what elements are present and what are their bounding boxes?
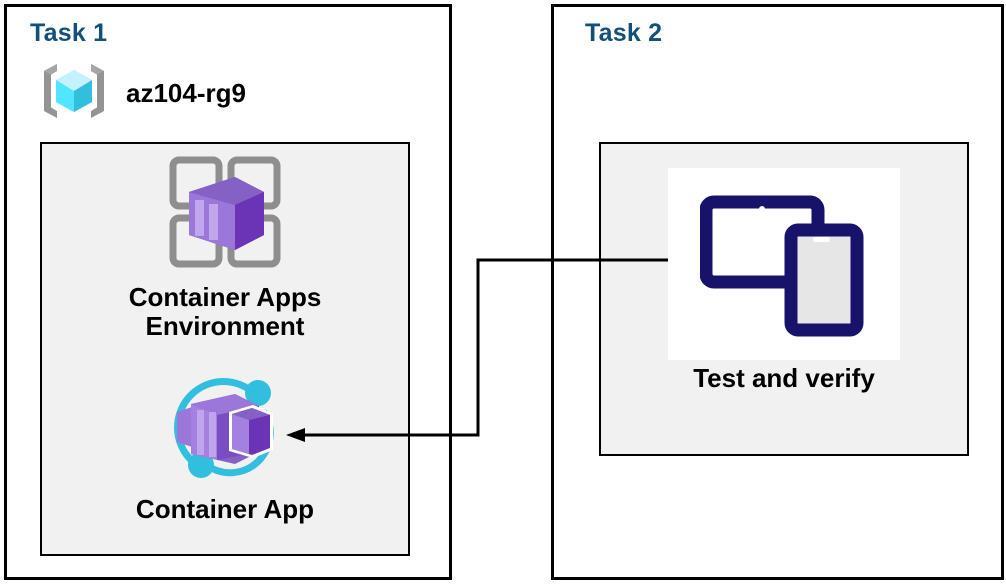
node-container-apps-environment-label: Container Apps Environment bbox=[128, 282, 322, 342]
resource-group-row: az104-rg9 bbox=[36, 60, 246, 127]
node-container-app: Container App bbox=[40, 368, 410, 524]
node-test-and-verify-label: Test and verify bbox=[693, 363, 875, 393]
azure-resource-group-icon bbox=[36, 60, 112, 127]
node-container-app-label: Container App bbox=[135, 494, 315, 524]
container-app-icon bbox=[161, 368, 289, 491]
node-container-apps-environment: Container Apps Environment bbox=[40, 150, 410, 341]
task-2-title: Task 2 bbox=[585, 19, 663, 47]
node-test-and-verify: Test and verify bbox=[599, 168, 969, 393]
test-and-verify-tile bbox=[668, 168, 900, 360]
devices-tablet-phone-icon bbox=[699, 186, 868, 343]
container-apps-environment-icon bbox=[163, 150, 287, 279]
task-1-title: Task 1 bbox=[30, 19, 108, 47]
resource-group-label: az104-rg9 bbox=[126, 78, 246, 108]
